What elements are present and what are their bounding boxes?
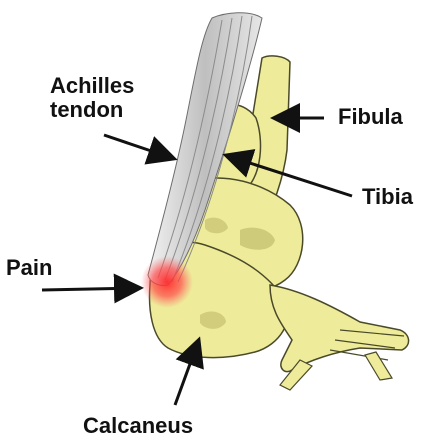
pain-label: Pain <box>6 256 52 280</box>
calcaneus-label: Calcaneus <box>83 414 193 438</box>
fibula-label: Fibula <box>338 105 403 129</box>
achilles-tendon-label: Achilles tendon <box>50 74 134 122</box>
achilles-label-line2: tendon <box>50 98 134 122</box>
metatarsal-bones <box>270 285 409 372</box>
tibia-label: Tibia <box>362 185 413 209</box>
pain-area <box>141 256 193 308</box>
achilles-label-line1: Achilles <box>50 74 134 98</box>
pain-arrow <box>42 288 138 290</box>
achilles-arrow <box>104 135 172 158</box>
